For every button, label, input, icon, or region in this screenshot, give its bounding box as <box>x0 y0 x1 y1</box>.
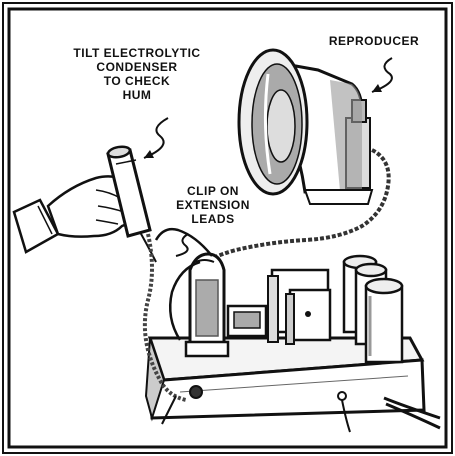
clip-pointer <box>176 234 188 256</box>
reproducer-speaker <box>239 50 372 204</box>
front-jack <box>190 386 202 398</box>
hand-holding-condenser <box>14 145 156 262</box>
label-tilt-condenser: TILT ELECTROLYTIC CONDENSER TO CHECK HUM <box>62 46 212 102</box>
label-clip-on-leads: CLIP ON EXTENSION LEADS <box>168 184 258 226</box>
front-jack-right <box>338 392 346 400</box>
transformers <box>268 270 330 344</box>
reproducer-pointer <box>372 58 392 92</box>
tilt-pointer <box>144 118 168 158</box>
label-reproducer: REPRODUCER <box>314 34 434 48</box>
